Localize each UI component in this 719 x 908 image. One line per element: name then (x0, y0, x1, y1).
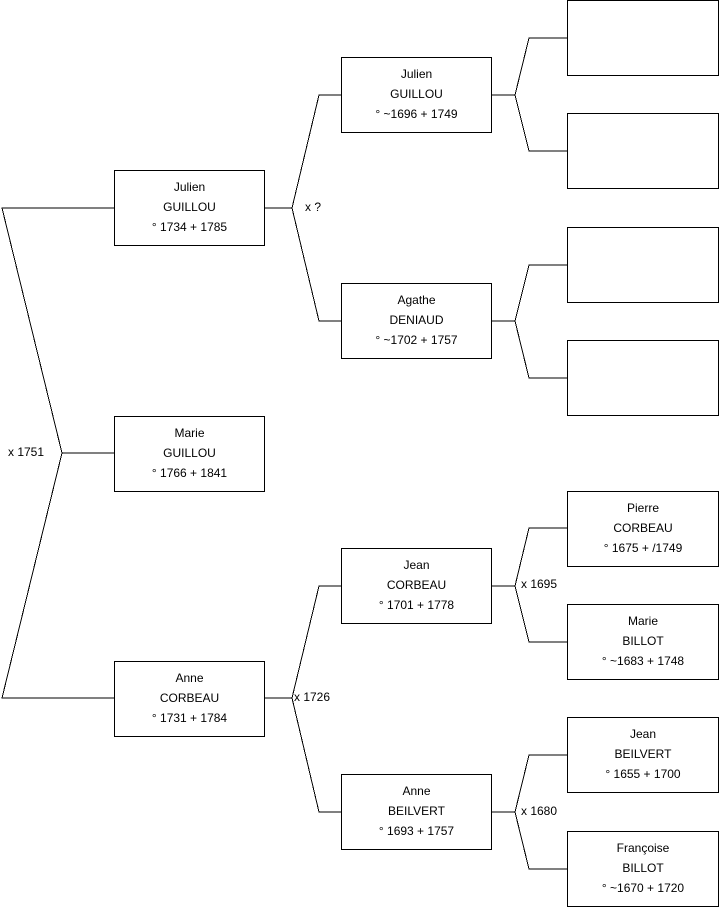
connector-gen3-a-down (514, 94, 567, 152)
person-box-paternal-grandmother[interactable]: Agathe DENIAUD ° ~1702 + 1757 (341, 283, 492, 359)
person-box-great-grandparent[interactable]: Françoise BILLOT ° ~1670 + 1720 (567, 831, 719, 907)
connector-root-to-father (1, 207, 114, 454)
person-last-name: GUILLOU (390, 87, 443, 101)
person-first-name: Agathe (397, 293, 436, 307)
person-box-maternal-grandfather[interactable]: Jean CORBEAU ° 1701 + 1778 (341, 548, 492, 624)
person-box-empty[interactable] (567, 0, 719, 76)
person-box-great-grandparent[interactable]: Marie BILLOT ° ~1683 + 1748 (567, 604, 719, 680)
connector-root-to-mother (1, 452, 114, 699)
person-last-name: BEILVERT (388, 804, 445, 818)
marriage-label: x 1726 (294, 690, 331, 704)
person-first-name: Julien (400, 67, 433, 81)
person-dates: ° 1701 + 1778 (378, 598, 455, 612)
person-dates: ° 1675 + /1749 (603, 541, 683, 555)
person-last-name: GUILLOU (163, 200, 216, 214)
person-box-father[interactable]: Julien GUILLOU ° 1734 + 1785 (114, 170, 265, 246)
person-last-name: BILLOT (622, 634, 664, 648)
person-last-name: CORBEAU (159, 691, 220, 705)
person-last-name: CORBEAU (613, 521, 673, 535)
person-box-great-grandparent[interactable]: Jean BEILVERT ° 1655 + 1700 (567, 717, 719, 793)
connector-gen3-b-down (514, 320, 567, 379)
person-box-mother[interactable]: Anne CORBEAU ° 1731 + 1784 (114, 661, 265, 737)
person-first-name: Pierre (626, 501, 659, 515)
person-dates: ° ~1702 + 1757 (375, 333, 458, 347)
person-first-name: Jean (403, 558, 430, 572)
person-dates: ° 1655 + 1700 (605, 767, 681, 781)
person-first-name: Marie (627, 614, 658, 628)
person-last-name: CORBEAU (386, 578, 447, 592)
person-first-name: Marie (174, 426, 205, 440)
person-box-maternal-grandmother[interactable]: Anne BEILVERT ° 1693 + 1757 (341, 774, 492, 850)
connector-gen3-d-down (514, 811, 567, 870)
connector-gen3-a-up (492, 37, 567, 96)
person-last-name: GUILLOU (163, 446, 216, 460)
person-first-name: Anne (175, 671, 204, 685)
person-last-name: BEILVERT (614, 747, 672, 761)
person-box-empty[interactable] (567, 227, 719, 303)
person-dates: ° ~1683 + 1748 (601, 654, 685, 668)
person-box-empty[interactable] (567, 340, 719, 416)
marriage-label: x 1751 (8, 445, 45, 459)
person-last-name: BILLOT (622, 861, 664, 875)
connector-gen2-father-down (291, 207, 341, 322)
person-box-paternal-grandfather[interactable]: Julien GUILLOU ° ~1696 + 1749 (341, 57, 492, 133)
person-dates: ° 1731 + 1784 (151, 711, 228, 725)
person-box-empty[interactable] (567, 113, 719, 189)
person-dates: ° 1734 + 1785 (151, 220, 228, 234)
person-first-name: Françoise (616, 841, 670, 855)
person-dates: ° 1693 + 1757 (378, 824, 455, 838)
person-box-root[interactable]: Marie GUILLOU ° 1766 + 1841 (114, 416, 265, 492)
connector-gen2-father-up (265, 94, 341, 209)
person-first-name: Jean (629, 727, 657, 741)
person-box-great-grandparent[interactable]: Pierre CORBEAU ° 1675 + /1749 (567, 491, 719, 567)
connector-gen3-d-up (492, 754, 567, 813)
connector-gen2-mother-up (265, 585, 341, 699)
person-dates: ° ~1670 + 1720 (601, 881, 685, 895)
marriage-label: x 1695 (521, 577, 558, 591)
person-first-name: Anne (402, 784, 431, 798)
connector-gen3-b-up (492, 264, 567, 322)
connector-gen3-c-up (492, 527, 567, 587)
person-first-name: Julien (173, 180, 206, 194)
connector-gen2-mother-down (291, 697, 341, 813)
person-dates: ° 1766 + 1841 (151, 466, 228, 480)
marriage-label: x 1680 (521, 804, 558, 818)
person-dates: ° ~1696 + 1749 (375, 107, 458, 121)
marriage-label: x ? (305, 200, 322, 214)
connector-gen3-c-down (514, 585, 567, 643)
person-last-name: DENIAUD (389, 313, 444, 327)
